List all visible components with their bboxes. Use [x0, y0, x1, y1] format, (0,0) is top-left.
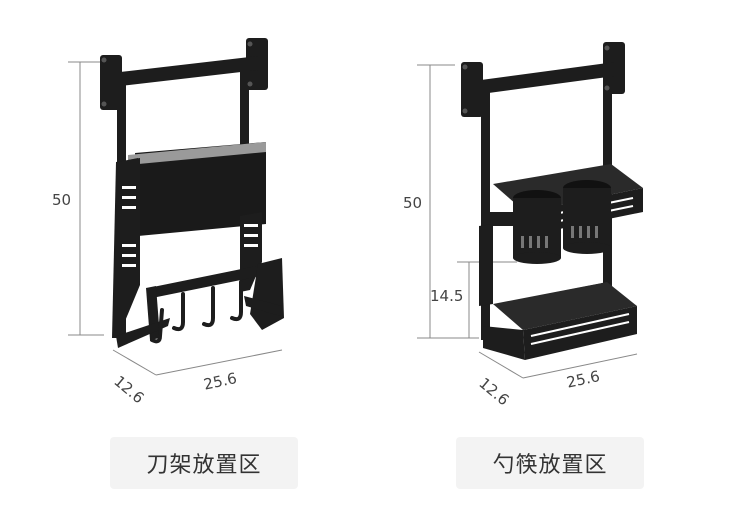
rail-screws: [101, 41, 253, 107]
height-dimension-line: [68, 61, 104, 336]
utensil-cups: [513, 180, 611, 264]
height-dimension-label: 50: [52, 191, 72, 209]
knife-area-label: 刀架放置区: [110, 437, 298, 489]
rail-screws: [462, 45, 610, 114]
utensil-rack-image: [417, 42, 643, 379]
utensil-area-label: 勺筷放置区: [456, 437, 644, 489]
bottom-dimension-lines: [478, 351, 638, 379]
knife-rack-panel: 50 12.6 25.6 刀架放置区: [52, 38, 298, 489]
knife-rack-image: [68, 38, 284, 376]
height-dimension-label: 50: [403, 194, 423, 212]
side-frame: [479, 224, 493, 306]
shelf-gap-dimension-label: 14.5: [430, 287, 464, 305]
hooks: [150, 280, 243, 344]
hook-bar: [116, 258, 284, 348]
utensil-rack-panel: 50 14.5 12.6 25.6 勺筷放置区: [375, 0, 750, 510]
lower-shelf: [483, 281, 637, 360]
bottom-dimension-lines: [112, 349, 283, 376]
left-side-frame: [112, 158, 140, 338]
